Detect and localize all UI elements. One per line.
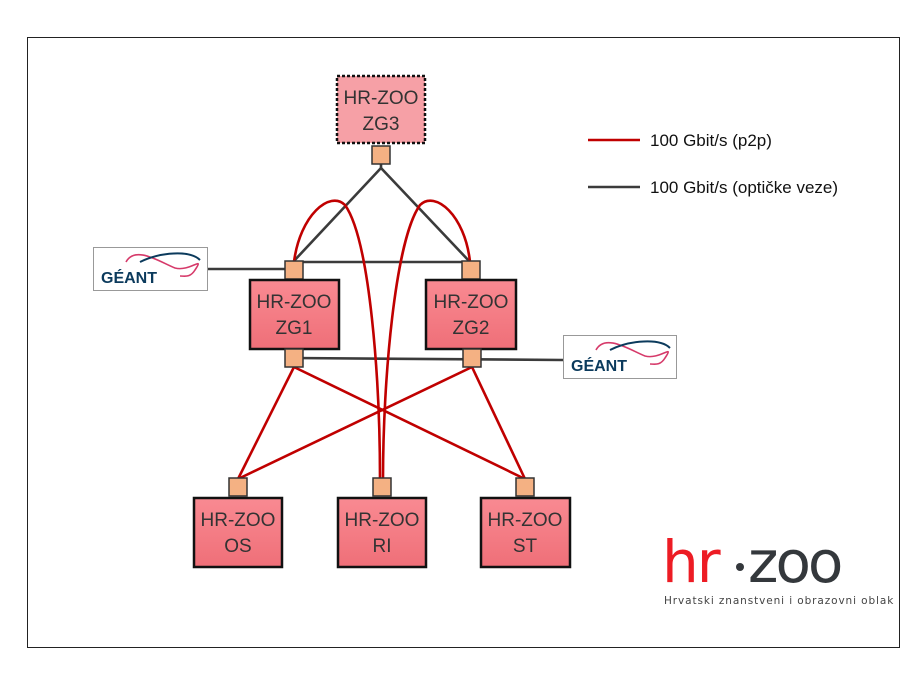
- brand-hr: hr: [662, 528, 721, 596]
- optical-links: [207, 164, 564, 362]
- link-zg2-ri: [381, 199, 472, 480]
- node-zg3: HR-ZOO ZG3: [335, 74, 427, 165]
- geant-logo-right: GÉANT: [563, 335, 677, 379]
- node-label: ST: [513, 536, 538, 557]
- node-label: HR-ZOO: [345, 510, 420, 531]
- node-label: OS: [224, 536, 251, 557]
- node-label: HR-ZOO: [434, 292, 509, 313]
- port: [372, 477, 392, 497]
- hrzoo-logo: hr zoo Hrvatski znanstveni i obrazovni o…: [662, 528, 894, 607]
- port: [284, 260, 304, 280]
- node-label: RI: [373, 536, 392, 557]
- port: [284, 348, 304, 368]
- geant-label: GÉANT: [101, 268, 157, 287]
- p2p-links: [236, 199, 527, 481]
- link-zg1-st: [293, 365, 526, 481]
- link-zg2-st: [470, 366, 527, 480]
- link-zg2-os: [237, 365, 473, 481]
- node-label: ZG3: [363, 114, 400, 135]
- brand-tagline: Hrvatski znanstveni i obrazovni oblak: [664, 595, 894, 607]
- port: [371, 145, 391, 165]
- node-label: HR-ZOO: [344, 88, 419, 109]
- node-label: ZG2: [453, 318, 490, 339]
- link-zg1-zg2-geant-right: [292, 356, 564, 362]
- geant-label: GÉANT: [571, 356, 627, 375]
- legend-label-optical: 100 Gbit/s (optičke veze): [650, 178, 838, 197]
- node-label: HR-ZOO: [201, 510, 276, 531]
- node-st: HR-ZOO ST: [479, 477, 572, 569]
- port: [228, 477, 248, 497]
- legend-label-p2p: 100 Gbit/s (p2p): [650, 131, 772, 150]
- link-zg1-ri: [292, 199, 382, 480]
- brand-zoo: zoo: [748, 528, 841, 596]
- port: [461, 260, 481, 280]
- node-label: HR-ZOO: [257, 292, 332, 313]
- port: [462, 348, 482, 368]
- node-ri: HR-ZOO RI: [336, 477, 428, 569]
- node-zg2: HR-ZOO ZG2: [424, 260, 518, 368]
- port: [515, 477, 535, 497]
- node-os: HR-ZOO OS: [192, 477, 284, 569]
- geant-logo-left: GÉANT: [93, 247, 208, 291]
- brand-dot: [736, 563, 744, 571]
- node-zg1: HR-ZOO ZG1: [248, 260, 341, 368]
- node-label: HR-ZOO: [488, 510, 563, 531]
- link-zg1-os: [236, 366, 296, 480]
- legend: 100 Gbit/s (p2p) 100 Gbit/s (optičke vez…: [588, 131, 838, 197]
- node-label: ZG1: [276, 318, 313, 339]
